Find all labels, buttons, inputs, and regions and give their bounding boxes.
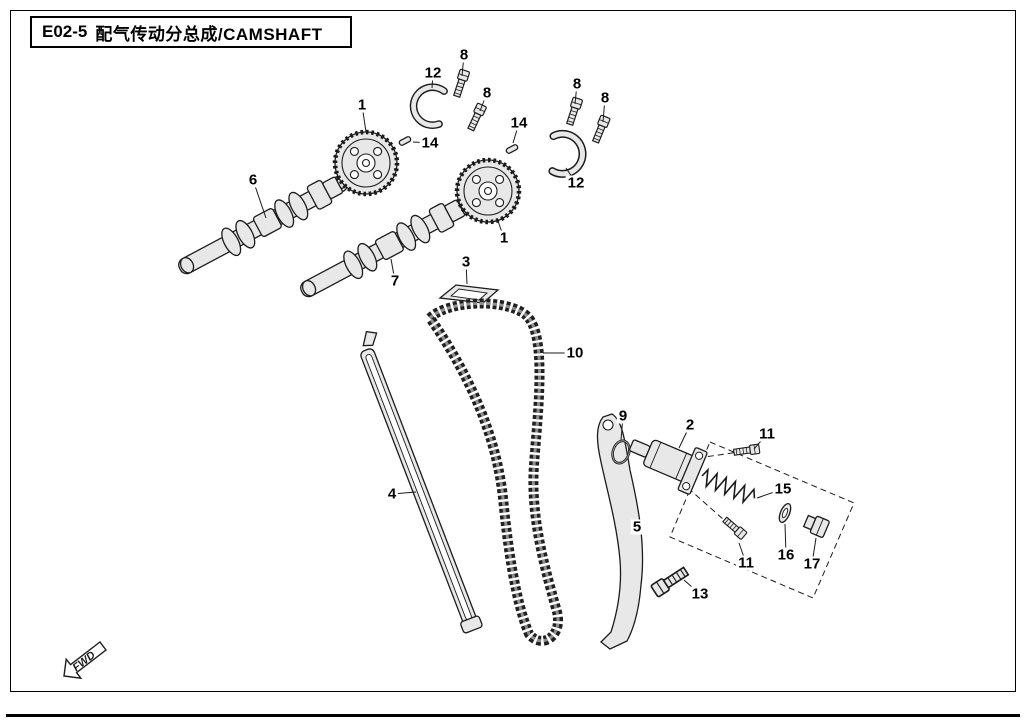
plug-bolt-17: [802, 514, 830, 538]
leader-line: [512, 122, 520, 144]
bolt-8: [465, 102, 488, 133]
diagram-code: E02-5: [42, 22, 88, 41]
diagram-title: 配气传动分总成/CAMSHAFT: [95, 24, 323, 44]
leader-line: [252, 179, 267, 219]
washer-16: [778, 502, 792, 524]
dowel-pin-14: [504, 143, 520, 155]
leader-line: [756, 488, 784, 499]
timing-chain-10: [425, 298, 564, 646]
camshaft-6: [172, 164, 358, 283]
leader-line: [738, 542, 747, 564]
leader-line: [683, 579, 701, 595]
chain-guide-5: [596, 413, 644, 650]
o-ring-9: [611, 439, 631, 465]
bolt-11: [732, 443, 761, 458]
dowel-pin-14: [397, 135, 413, 147]
leader-line: [784, 523, 787, 556]
bolt-11: [721, 515, 748, 541]
leader-line: [811, 537, 817, 565]
page-bottom-rule: [6, 714, 1020, 717]
leader-line: [412, 141, 431, 144]
leader-line: [361, 104, 367, 133]
tensioner-spring-15: [701, 467, 756, 505]
bolt-8: [590, 114, 611, 145]
bolt-8: [451, 68, 471, 99]
tensioner-kit-outline: [669, 441, 855, 599]
leader-line: [497, 220, 505, 239]
leader-line: [391, 491, 417, 495]
chain-guide-4: [360, 330, 483, 634]
pivot-bolt-13: [649, 564, 691, 599]
leader-line: [390, 258, 396, 282]
leader-line: [465, 261, 468, 285]
cam-sprocket-1-bottom: [457, 160, 519, 222]
cam-sprocket-1-top: [335, 132, 397, 194]
clip-12: [410, 84, 446, 127]
fwd-arrow: FWD: [63, 641, 107, 680]
leader-line: [753, 433, 768, 450]
page-border: [10, 10, 1016, 692]
leader-line: [678, 424, 691, 449]
bolt-8: [564, 96, 584, 127]
chain-tensioner-2: [629, 439, 708, 495]
diagram-title-box: E02-5 配气传动分总成/CAMSHAFT: [30, 16, 352, 48]
